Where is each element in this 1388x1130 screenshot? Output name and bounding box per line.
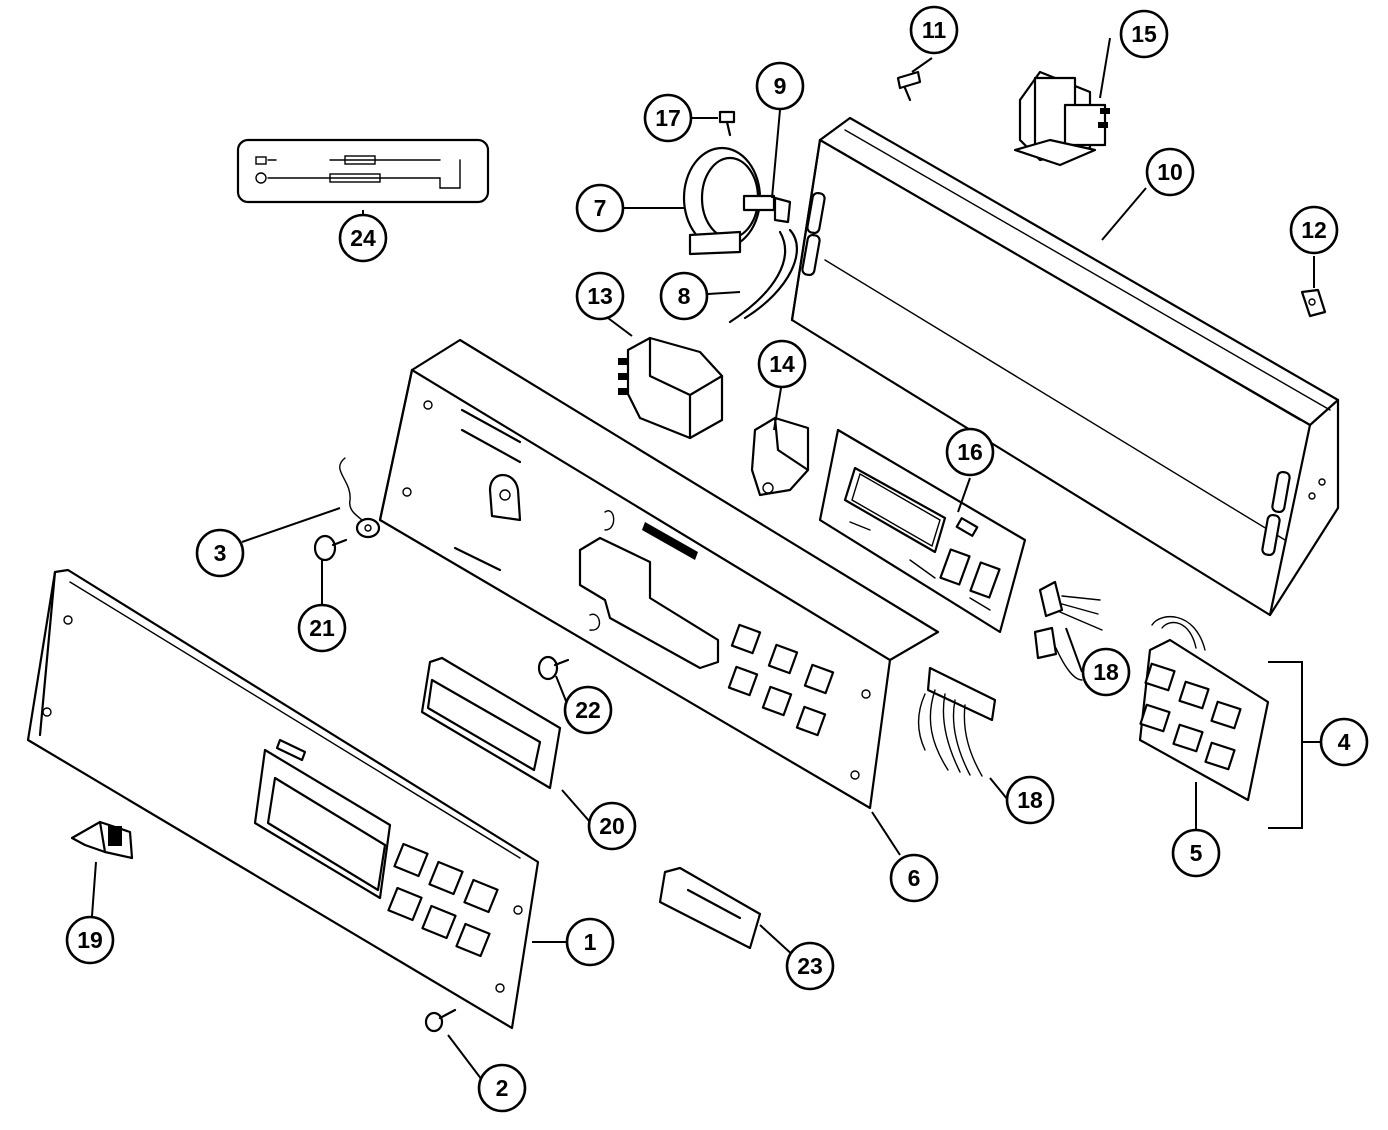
callout-23-label: 23 (797, 953, 823, 979)
callout-15: 15 (1119, 9, 1169, 59)
screw-17 (718, 110, 736, 137)
callout-24: 24 (338, 213, 388, 263)
callout-1: 1 (565, 917, 615, 967)
callout-3: 3 (195, 528, 245, 578)
callout-17: 17 (643, 93, 693, 143)
callout-12: 12 (1289, 205, 1339, 255)
callout-22: 22 (563, 685, 613, 735)
keypad-board (1138, 615, 1270, 802)
callout-14-label: 14 (769, 351, 795, 377)
callout-24-label: 24 (350, 225, 376, 251)
callout-8-label: 8 (678, 283, 691, 309)
callout-2-label: 2 (496, 1075, 509, 1101)
callouts: 1 2 3 4 5 6 7 8 9 10 11 12 13 14 15 16 1… (65, 5, 1369, 1113)
callout-7-label: 7 (594, 195, 607, 221)
leader-lines (91, 37, 1315, 1081)
clip-nut (1300, 288, 1327, 318)
component-14 (750, 416, 810, 497)
callout-6-label: 6 (908, 865, 921, 891)
callout-18-upper-label: 18 (1093, 659, 1119, 685)
callout-18-lower-label: 18 (1017, 787, 1043, 813)
callout-10: 10 (1145, 147, 1195, 197)
motor-assembly (682, 146, 776, 256)
callout-3-label: 3 (214, 540, 227, 566)
callout-4-label: 4 (1338, 729, 1351, 755)
wire-harness-18-upper (1033, 580, 1103, 681)
callout-16: 16 (945, 427, 995, 477)
callout-10-label: 10 (1157, 159, 1183, 185)
wire-harness-18-lower (917, 666, 997, 777)
callout-22-label: 22 (575, 697, 601, 723)
screw-2 (424, 1008, 457, 1033)
callout-11: 11 (909, 5, 959, 55)
callout-2: 2 (477, 1063, 527, 1113)
callout-9: 9 (755, 61, 805, 111)
callout-13: 13 (575, 271, 625, 321)
callout-1-label: 1 (584, 929, 597, 955)
front-panel (26, 568, 540, 1030)
decal-23 (658, 866, 762, 950)
latch-clip (70, 820, 134, 860)
callout-5: 5 (1171, 828, 1221, 878)
callout-20: 20 (587, 801, 637, 851)
wire-harness-8-9 (728, 196, 798, 324)
callout-7: 7 (575, 183, 625, 233)
callout-9-label: 9 (774, 73, 787, 99)
transformer (1013, 70, 1110, 167)
callout-5-label: 5 (1190, 840, 1203, 866)
display-lens (420, 656, 562, 790)
callout-19-label: 19 (77, 927, 103, 953)
callout-12-label: 12 (1301, 217, 1327, 243)
display-control-board (818, 428, 1027, 634)
callout-17-label: 17 (655, 105, 681, 131)
push-pin-22 (537, 655, 570, 681)
callout-21: 21 (297, 603, 347, 653)
relay (618, 336, 724, 440)
callout-21-label: 21 (309, 615, 335, 641)
callout-14: 14 (757, 339, 807, 389)
callout-8: 8 (659, 271, 709, 321)
screw-11 (896, 70, 922, 102)
push-pin-21 (313, 534, 348, 562)
callout-19: 19 (65, 915, 115, 965)
console-housing (790, 116, 1340, 617)
callout-16-label: 16 (957, 439, 983, 465)
callout-15-label: 15 (1131, 21, 1157, 47)
callout-18-lower: 18 (1005, 775, 1055, 825)
wiring-label-card (236, 138, 490, 204)
callout-4: 4 (1319, 717, 1369, 767)
callout-13-label: 13 (587, 283, 613, 309)
callout-11-label: 11 (922, 17, 947, 43)
bracket-4 (1268, 661, 1320, 829)
control-panel-frame (378, 338, 940, 810)
ground-wire (339, 457, 381, 539)
callout-20-label: 20 (599, 813, 625, 839)
callout-23: 23 (785, 941, 835, 991)
callout-6: 6 (889, 853, 939, 903)
callout-18-upper: 18 (1081, 647, 1131, 697)
